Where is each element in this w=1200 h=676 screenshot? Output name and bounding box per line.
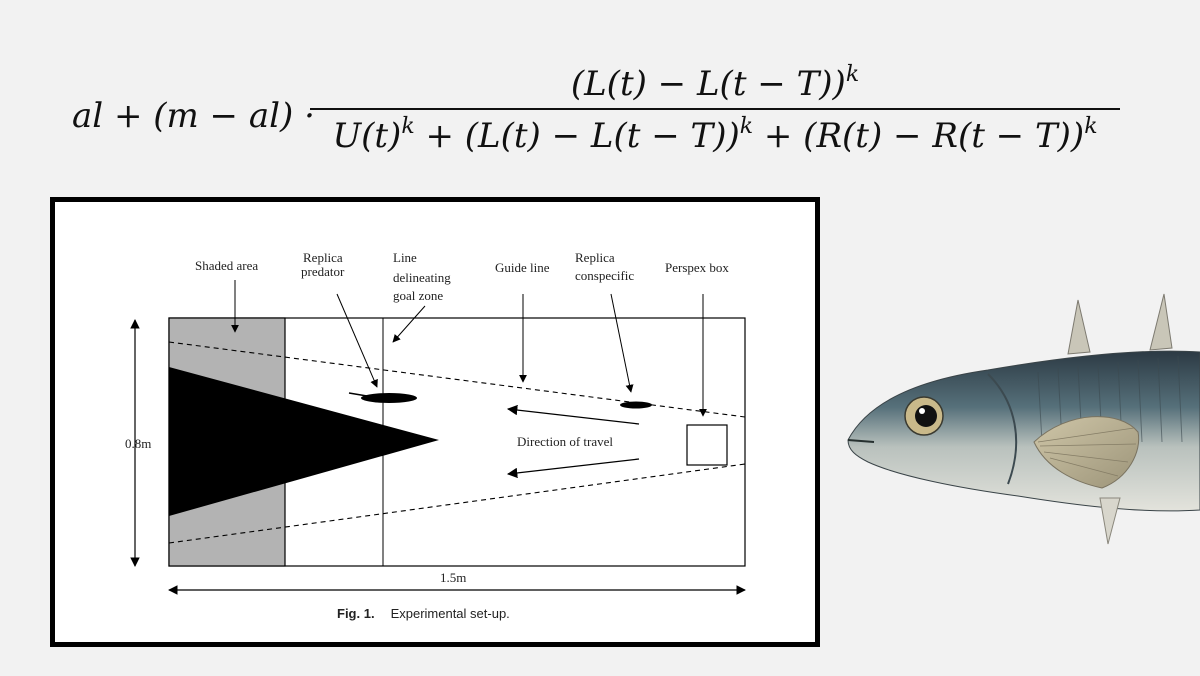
formula-numerator: (L(t) − L(t − T))k [310, 62, 1120, 106]
numerator-base: (L(t) − L(t − T)) [570, 64, 846, 104]
fish-gill-cover [987, 373, 1018, 485]
caption-number: Fig. 1. [337, 606, 375, 621]
perspex-box [686, 424, 728, 466]
replica-conspecific-arrow [610, 293, 634, 393]
denominator-term-3-exponent: k [1084, 114, 1098, 139]
label-height: 0.8m [125, 436, 151, 451]
fish-eye-highlight [919, 408, 925, 414]
experimental-setup-figure: Shaded area Replica predator Line deline… [50, 197, 820, 647]
fish-spine-2 [1149, 293, 1173, 351]
label-shaded-area: Shaded area [195, 258, 258, 273]
label-goal-line-line2: delineating [393, 270, 451, 285]
guide-line-top [168, 341, 746, 418]
fish-fin-rays [1037, 427, 1137, 477]
goal-line-arrow [392, 305, 426, 343]
denominator-term-2: + (L(t) − L(t − T)) [414, 116, 740, 156]
label-goal-line-line1: Line [393, 250, 417, 265]
denominator-term-1-exponent: k [401, 114, 415, 139]
replica-conspecific [620, 401, 652, 409]
fish-pectoral-fin [1033, 416, 1140, 489]
fish-lateral-plates [1037, 355, 1183, 443]
denominator-term-2-exponent: k [739, 114, 754, 139]
formula-lhs: al + (m − al) · [72, 96, 315, 136]
caption-text: Experimental set-up. [390, 606, 510, 621]
denominator-term-1: U(t) [332, 116, 402, 156]
guide-line-bottom [168, 463, 746, 544]
stickleback-fish-illustration [847, 293, 1200, 545]
replica-predator-fin [348, 392, 368, 397]
replica-predator-arrow [336, 293, 378, 388]
setup-diagram: Shaded area Replica predator Line deline… [125, 250, 746, 595]
fish-pupil [915, 405, 937, 427]
fish-spine-1 [1067, 299, 1091, 355]
fish-pelvic-spine [1099, 497, 1121, 545]
label-replica-predator-line1: Replica [303, 250, 343, 265]
formula: al + (m − al) · (L(t) − L(t − T))k U(t)k… [72, 62, 1182, 172]
fish-mouth [847, 439, 875, 443]
label-width: 1.5m [440, 570, 466, 585]
formula-fraction: (L(t) − L(t − T))k U(t)k + (L(t) − L(t −… [310, 62, 1120, 158]
label-guide-line: Guide line [495, 260, 550, 275]
figure-caption: Fig. 1. Experimental set-up. [337, 606, 510, 621]
travel-arrow-top [506, 404, 640, 425]
label-replica-conspecific-line1: Replica [575, 250, 615, 265]
fraction-bar [310, 108, 1120, 110]
black-triangle [169, 367, 439, 516]
label-replica-predator-line2: predator [301, 264, 345, 279]
label-goal-line-line3: goal zone [393, 288, 443, 303]
denominator-term-3: + (R(t) − R(t − T)) [753, 116, 1085, 156]
travel-arrow-bottom [506, 458, 640, 479]
replica-predator [361, 393, 417, 403]
label-replica-conspecific-line2: conspecific [575, 268, 634, 283]
label-perspex-box: Perspex box [665, 260, 729, 275]
label-direction-of-travel: Direction of travel [517, 434, 613, 449]
formula-denominator: U(t)k + (L(t) − L(t − T))k + (R(t) − R(t… [310, 114, 1120, 158]
fish-body [847, 350, 1200, 512]
numerator-exponent: k [845, 62, 860, 87]
